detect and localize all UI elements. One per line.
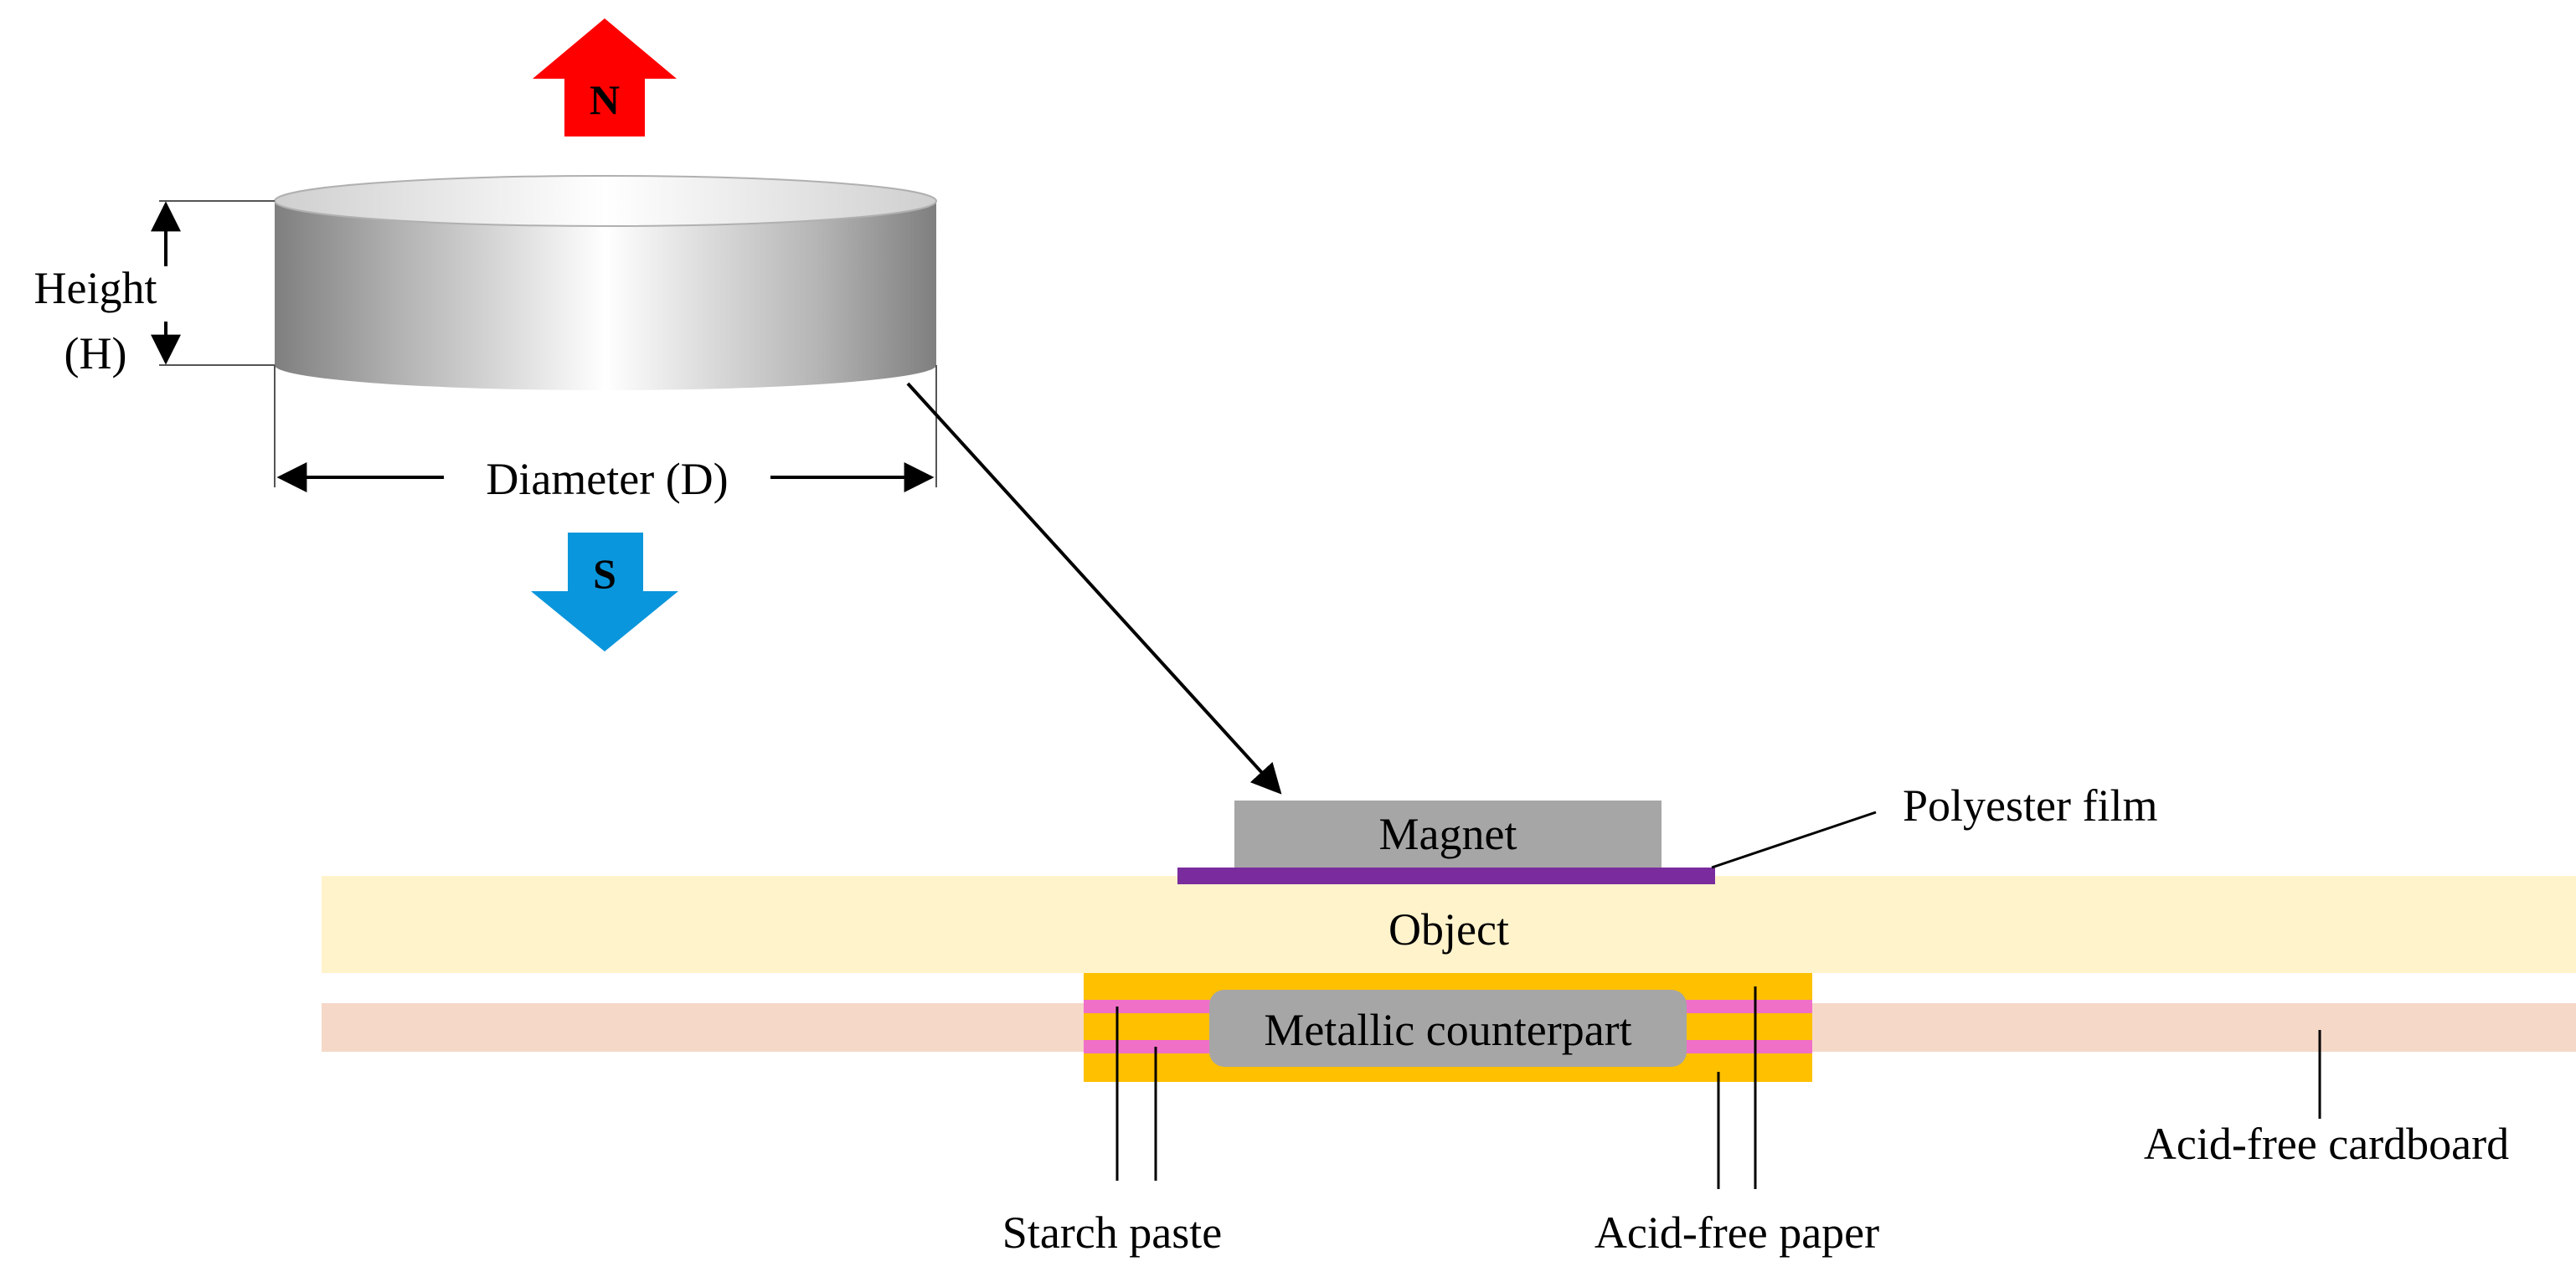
magnet-block: [1234, 801, 1662, 868]
paper-label: Acid-free paper: [1595, 1207, 1879, 1258]
north-arrow-shape: [533, 18, 677, 136]
south-arrow-shape: [531, 533, 678, 651]
magnet-label: Magnet: [1379, 809, 1517, 859]
starch-paste-label: Starch paste: [1002, 1207, 1222, 1258]
diameter-dimension: Diameter (D): [274, 365, 937, 504]
counterpart-label: Metallic counterpart: [1264, 1005, 1631, 1055]
height-label-line2: (H): [64, 328, 127, 378]
cross-section: Object Metallic counterpart Magnet Polye…: [322, 780, 2576, 1258]
object-label: Object: [1388, 904, 1509, 955]
pointer-arrow: [906, 382, 1282, 795]
south-arrow-icon: S: [531, 533, 678, 651]
cylinder-top: [274, 175, 937, 227]
polyester-film: [1177, 868, 1715, 884]
north-label: N: [590, 76, 620, 123]
diameter-label: Diameter (D): [486, 454, 728, 504]
object-layer: [322, 876, 2576, 973]
height-label-line1: Height: [34, 263, 157, 313]
polyester-film-label: Polyester film: [1903, 780, 2157, 831]
magnet-cylinder: [274, 175, 937, 390]
polyester-leader: [1711, 811, 1877, 869]
height-dimension: Height (H): [34, 200, 275, 378]
south-label: S: [593, 550, 616, 597]
cardboard-label: Acid-free cardboard: [2144, 1119, 2509, 1169]
metallic-counterpart: [1209, 990, 1687, 1067]
north-arrow-icon: N: [533, 18, 677, 136]
cylinder-side: [275, 201, 936, 390]
